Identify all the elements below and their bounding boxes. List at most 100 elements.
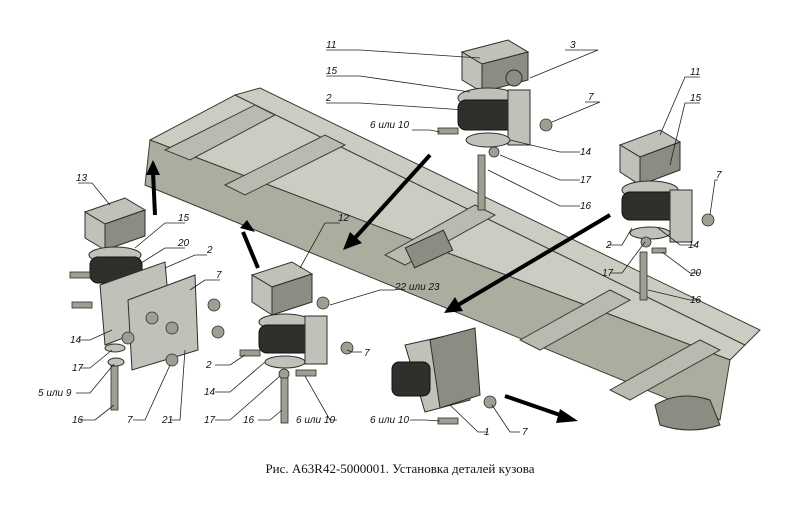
label-14-left: 14 [70, 335, 82, 346]
nut-7-left-c [165, 353, 179, 367]
bolt-6-10 [437, 127, 459, 135]
label-6-10-lower: 6 или 10 [296, 415, 335, 426]
nut-7-left-a [207, 298, 221, 312]
mount-right [618, 129, 715, 301]
label-7-left-top: 7 [216, 270, 222, 281]
nut-3 [505, 69, 523, 87]
label-2-left: 2 [206, 245, 213, 256]
label-17-top: 17 [580, 175, 592, 186]
nut-left-b [165, 321, 179, 335]
bolt-16 [477, 154, 486, 211]
label-2-lower: 2 [205, 360, 212, 371]
bolt-20-right [651, 247, 667, 254]
label-16-top: 16 [580, 201, 592, 212]
label-22-23: 22 или 23 [394, 282, 440, 293]
label-14-lower: 14 [204, 387, 216, 398]
bracket-side-plate [507, 89, 531, 146]
washer-14-lower [264, 355, 306, 369]
label-15-right: 15 [690, 93, 702, 104]
label-11-top: 11 [326, 40, 336, 51]
frame-rail-right [233, 87, 761, 346]
label-17-left: 17 [72, 363, 84, 374]
nut-7-bottom [483, 395, 497, 409]
label-2-right: 2 [605, 240, 612, 251]
label-2-top: 2 [325, 93, 332, 104]
bolt-16-right [639, 251, 648, 301]
rubber-mount-1 [391, 361, 431, 397]
bracket-1-side [429, 327, 481, 409]
bolt-2-lower [239, 349, 261, 357]
label-15-left: 15 [178, 213, 190, 224]
figure-caption: Рис. A63R42-5000001. Установка деталей к… [265, 461, 535, 476]
callout-labels: 11 3 15 2 7 6 или 10 14 17 16 11 15 7 13… [38, 40, 722, 438]
label-21: 21 [161, 415, 173, 426]
label-14-top: 14 [580, 147, 592, 158]
nut-7-lower [340, 341, 354, 355]
frame-crossmember-4 [518, 289, 632, 351]
bracket-12-front [271, 273, 313, 316]
washer-17-left [104, 343, 126, 353]
label-15-top: 15 [326, 66, 338, 77]
arrow-center [353, 153, 432, 240]
label-20-right: 20 [689, 268, 702, 279]
bracket-11-right-front [639, 141, 681, 186]
frame-crossmember-2 [223, 134, 347, 196]
nut-7-left-b [211, 325, 225, 339]
bolt-6-10-bottom [437, 417, 459, 425]
bolt-left-2 [71, 301, 93, 309]
nut-left-c [121, 331, 135, 345]
label-16-right: 16 [690, 295, 702, 306]
label-7-top: 7 [588, 92, 594, 103]
frame-crossmember-5 [608, 339, 722, 401]
label-12: 12 [338, 213, 350, 224]
label-3: 3 [570, 40, 576, 51]
vehicle-frame [144, 87, 761, 431]
label-7-left-bottom: 7 [127, 415, 133, 426]
frame-crossmember-1 [163, 104, 277, 161]
bolt-16-lower [280, 377, 289, 424]
label-6-10-top: 6 или 10 [370, 120, 409, 131]
label-17-right: 17 [602, 268, 614, 279]
label-7-right: 7 [716, 170, 722, 181]
label-1: 1 [484, 427, 490, 438]
plate-21 [127, 274, 199, 371]
washer-5-9 [107, 357, 125, 367]
arrow-left-up [151, 171, 157, 216]
label-7-lower: 7 [364, 348, 370, 359]
bracket-side-plate-right [669, 189, 693, 243]
label-16-left: 16 [72, 415, 84, 426]
arrow-left-down [241, 231, 260, 269]
arrow-right [456, 213, 612, 307]
label-17-lower: 17 [204, 415, 216, 426]
label-16-lower: 16 [243, 415, 255, 426]
mount-left [69, 197, 225, 411]
label-7-bottom: 7 [522, 427, 528, 438]
washer-17 [488, 146, 500, 158]
washer-17-lower [278, 368, 290, 380]
label-6-10-bottom: 6 или 10 [370, 415, 409, 426]
nut-22-23 [316, 296, 330, 310]
bolt-16-left [110, 365, 119, 411]
mount-lower-center [239, 261, 354, 424]
label-5-9: 5 или 9 [38, 388, 72, 399]
label-20-left: 20 [177, 238, 190, 249]
frame-tow-plate [404, 229, 454, 269]
arrow-bottom [504, 394, 564, 418]
nut-7 [539, 118, 553, 132]
frame-rear-bracket [654, 395, 721, 431]
label-14-right: 14 [688, 240, 700, 251]
bolt-6-10-lower [295, 369, 317, 377]
bolt-20-left [69, 271, 91, 279]
washer-14 [465, 132, 511, 148]
bracket-13-front [104, 209, 146, 251]
direction-arrows [146, 153, 612, 423]
leader-lines [76, 49, 718, 433]
frame-rail-left-side [144, 139, 731, 421]
bracket-side-plate-lower [304, 315, 328, 365]
nut-left-a [145, 311, 159, 325]
nut-7-right [701, 213, 715, 227]
label-13: 13 [76, 173, 88, 184]
mount-bottom [391, 327, 497, 425]
